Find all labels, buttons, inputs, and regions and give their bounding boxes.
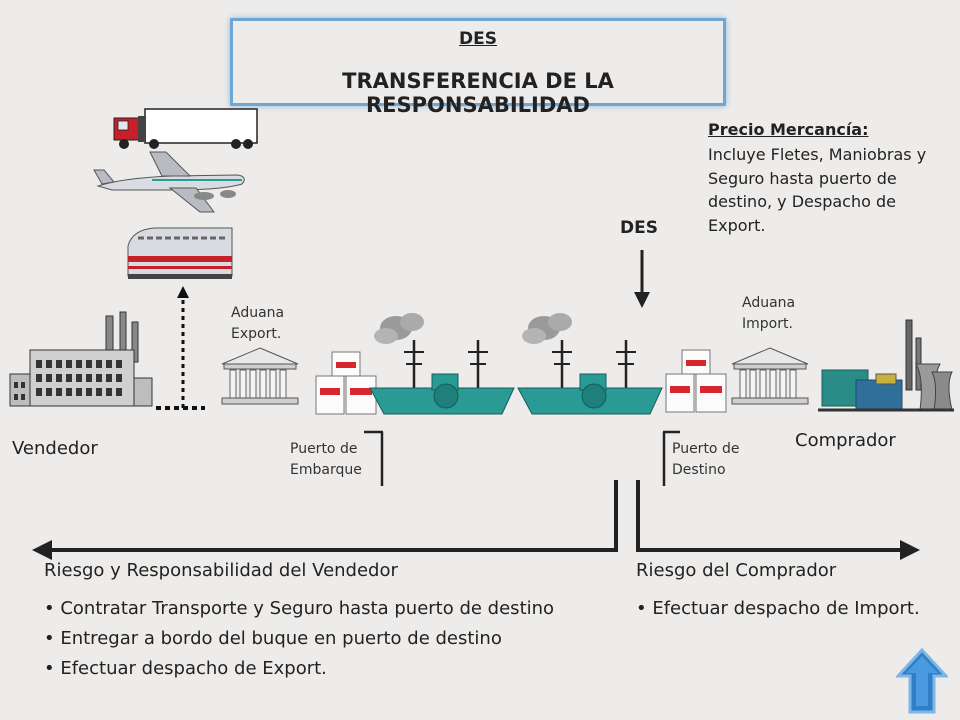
des-down-arrow	[634, 250, 650, 308]
containers-icon	[315, 351, 377, 415]
customs-building-icon	[221, 347, 299, 405]
buyer-risk-list: Efectuar despacho de Import.	[636, 594, 919, 624]
title-box: DES TRANSFERENCIA DE LA RESPONSABILIDAD	[230, 18, 726, 117]
price-heading: Precio Mercancía:	[708, 120, 869, 139]
containers-icon	[665, 349, 727, 413]
dotted-transport-arrow	[156, 286, 205, 410]
buyer-risk-heading: Riesgo del Comprador	[636, 560, 837, 581]
customs-export-line1: Aduana	[231, 305, 285, 321]
airplane-icon	[93, 151, 245, 213]
seller-label: Vendedor	[12, 438, 98, 459]
list-item: Efectuar despacho de Export.	[44, 654, 554, 684]
truck-icon	[113, 108, 258, 149]
customs-building-icon	[731, 347, 809, 405]
port-origin-line2: Embarque	[290, 462, 362, 478]
port-destination-line2: Destino	[672, 462, 726, 478]
customs-import-line1: Aduana	[742, 295, 796, 311]
seller-risk-list: Contratar Transporte y Seguro hasta puer…	[44, 594, 554, 684]
factory-icon	[9, 311, 153, 407]
buyer-label: Comprador	[795, 430, 896, 451]
risk-transfer-lines	[32, 430, 920, 560]
seller-risk-heading: Riesgo y Responsabilidad del Vendedor	[44, 560, 398, 581]
list-item: Efectuar despacho de Import.	[636, 594, 919, 624]
title-top: DES	[459, 29, 497, 49]
train-icon	[127, 227, 233, 279]
list-item: Contratar Transporte y Seguro hasta puer…	[44, 594, 554, 624]
list-item: Entregar a bordo del buque en puerto de …	[44, 624, 554, 654]
customs-import-label: Aduana Import.	[742, 293, 795, 335]
ship-icon	[369, 313, 515, 415]
port-destination-line1: Puerto de	[672, 441, 740, 457]
page-title: TRANSFERENCIA DE LA RESPONSABILIDAD	[342, 69, 614, 117]
port-origin-label: Puerto de Embarque	[290, 439, 362, 481]
port-origin-line1: Puerto de	[290, 441, 358, 457]
ship-icon	[517, 313, 663, 415]
customs-export-line2: Export.	[231, 326, 282, 342]
customs-import-line2: Import.	[742, 316, 793, 332]
customs-export-label: Aduana Export.	[231, 303, 284, 345]
industrial-plant-icon	[818, 319, 954, 412]
port-destination-label: Puerto de Destino	[672, 439, 739, 481]
up-arrow-button-icon[interactable]	[896, 646, 948, 716]
price-description: Incluye Fletes, Maniobras y Seguro hasta…	[708, 145, 927, 235]
des-marker-label: DES	[620, 218, 658, 238]
